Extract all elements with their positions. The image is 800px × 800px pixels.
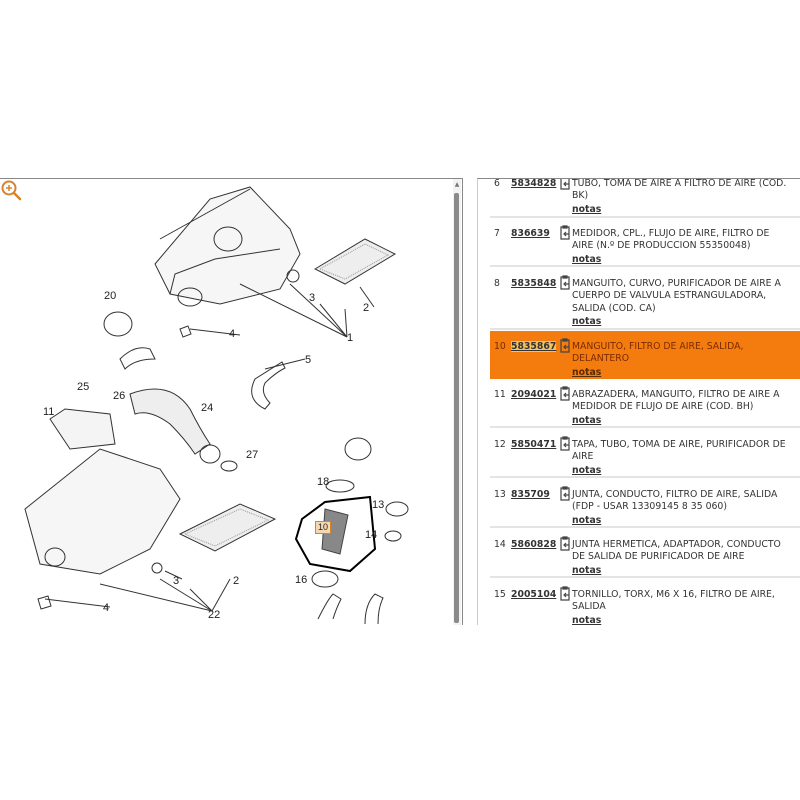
description-text: JUNTA, CONDUCTO, FILTRO DE AIRE, SALIDA …	[572, 489, 778, 513]
scrollbar-thumb[interactable]	[454, 193, 459, 623]
notes-link[interactable]: notas	[572, 366, 602, 378]
diagram-scrollbar[interactable]: ▲	[453, 179, 461, 625]
callout-label[interactable]: 24	[201, 402, 214, 414]
part-description: TAPA, TUBO, TOMA DE AIRE, PURIFICADOR DE…	[572, 439, 787, 477]
notes-link[interactable]: notas	[572, 614, 602, 625]
callout-label[interactable]: 1	[347, 332, 354, 344]
parts-row[interactable]: 13 835709 JUNTA, CONDUCTO, FILTRO DE AIRE,…	[490, 486, 800, 528]
notes-link[interactable]: notas	[572, 514, 602, 526]
part-number-link[interactable]: 5834828	[511, 178, 557, 189]
description-text: MEDIDOR, CPL., FLUJO DE AIRE, FILTRO DE …	[572, 228, 770, 252]
part-description: TORNILLO, TORX, M6 X 16, FILTRO DE AIRE,…	[572, 589, 787, 625]
add-to-list-icon[interactable]	[558, 486, 572, 502]
callout-label[interactable]: 13	[372, 499, 385, 511]
add-to-list-icon[interactable]	[558, 386, 572, 402]
callout-label[interactable]: 3	[309, 292, 316, 304]
part-number-link[interactable]: 2005104	[511, 589, 557, 600]
parts-row-selected[interactable]: 10 5835867 MANGUITO, FILTRO DE AIRE, SALID…	[490, 331, 800, 379]
description-text: TUBO, TOMA DE AIRE A FILTRO DE AIRE (COD…	[572, 178, 787, 202]
part-number-link[interactable]: 2094021	[511, 389, 557, 400]
part-number-link[interactable]: 836639	[511, 228, 550, 239]
callout-label[interactable]: 25	[77, 381, 90, 393]
notes-link[interactable]: notas	[572, 315, 602, 327]
notes-link[interactable]: notas	[572, 203, 602, 215]
callout-label[interactable]: 14	[365, 529, 378, 541]
item-number: 12	[494, 439, 506, 450]
item-number: 11	[494, 389, 506, 400]
callout-label[interactable]: 4	[229, 328, 236, 340]
part-number-link[interactable]: 835709	[511, 489, 550, 500]
part-number-link[interactable]: 5835848	[511, 278, 557, 289]
description-text: ABRAZADERA, MANGUITO, FILTRO DE AIRE A M…	[572, 389, 780, 413]
exploded-view-drawing	[24, 186, 409, 625]
part-number-link[interactable]: 5835867	[511, 341, 557, 352]
zoom-in-icon[interactable]	[0, 179, 22, 201]
item-number: 7	[494, 228, 500, 239]
item-number: 6	[494, 178, 500, 189]
item-number: 14	[494, 539, 506, 550]
notes-link[interactable]: notas	[572, 414, 602, 426]
part-description: MANGUITO, FILTRO DE AIRE, SALIDA, DELANT…	[572, 341, 787, 379]
callout-label[interactable]: 27	[246, 449, 259, 461]
callout-label[interactable]: 4	[103, 602, 110, 614]
item-number: 13	[494, 489, 506, 500]
callout-label[interactable]: 16	[295, 574, 308, 586]
notes-link[interactable]: notas	[572, 564, 602, 576]
parts-row[interactable]: 8 5835848 MANGUITO, CURVO, PURIFICADOR DE …	[490, 275, 800, 330]
item-number: 10	[494, 341, 506, 352]
add-to-list-icon[interactable]	[558, 436, 572, 452]
callout-label[interactable]: 2	[233, 575, 240, 587]
callout-label[interactable]: 18	[317, 476, 330, 488]
add-to-list-icon[interactable]	[558, 225, 572, 241]
parts-row[interactable]: 6 5834828 TUBO, TOMA DE AIRE A FILTRO DE A…	[490, 178, 800, 218]
part-description: JUNTA, CONDUCTO, FILTRO DE AIRE, SALIDA …	[572, 489, 787, 527]
part-description: ABRAZADERA, MANGUITO, FILTRO DE AIRE A M…	[572, 389, 787, 427]
parts-diagram[interactable]: 1 2 3 4 5 20 25 26 11 24 27 18 13 14 16 …	[0, 178, 463, 625]
callout-label[interactable]: 11	[43, 406, 55, 418]
parts-list[interactable]: 6 5834828 TUBO, TOMA DE AIRE A FILTRO DE A…	[477, 178, 800, 625]
part-description: JUNTA HERMETICA, ADAPTADOR, CONDUCTO DE …	[572, 539, 787, 577]
parts-row[interactable]: 15 2005104 TORNILLO, TORX, M6 X 16, FILTRO…	[490, 586, 800, 625]
add-to-list-icon[interactable]	[558, 536, 572, 552]
add-to-list-icon[interactable]	[558, 275, 572, 291]
callout-label[interactable]: 2	[363, 302, 370, 314]
part-description: MANGUITO, CURVO, PURIFICADOR DE AIRE A C…	[572, 278, 787, 328]
description-text: TORNILLO, TORX, M6 X 16, FILTRO DE AIRE,…	[572, 589, 775, 613]
parts-row[interactable]: 7 836639 MEDIDOR, CPL., FLUJO DE AIRE, FIL…	[490, 225, 800, 267]
add-to-list-icon[interactable]	[558, 586, 572, 602]
callout-label[interactable]: 20	[104, 290, 117, 302]
parts-row[interactable]: 11 2094021 ABRAZADERA, MANGUITO, FILTRO DE…	[490, 386, 800, 428]
callout-label[interactable]: 26	[113, 390, 126, 402]
scroll-up-arrow-icon[interactable]: ▲	[454, 181, 460, 188]
description-text: JUNTA HERMETICA, ADAPTADOR, CONDUCTO DE …	[572, 539, 781, 563]
part-description: TUBO, TOMA DE AIRE A FILTRO DE AIRE (COD…	[572, 178, 787, 216]
description-text: MANGUITO, FILTRO DE AIRE, SALIDA, DELANT…	[572, 341, 744, 365]
callout-label[interactable]: 3	[173, 575, 180, 587]
part-number-link[interactable]: 5850471	[511, 439, 557, 450]
callout-label[interactable]: 22	[208, 609, 221, 621]
item-number: 15	[494, 589, 506, 600]
description-text: MANGUITO, CURVO, PURIFICADOR DE AIRE A C…	[572, 278, 781, 314]
add-to-list-icon[interactable]	[558, 178, 572, 191]
highlighted-callout-10[interactable]: 10	[315, 521, 332, 534]
parts-row[interactable]: 14 5860828 JUNTA HERMETICA, ADAPTADOR, CON…	[490, 536, 800, 578]
add-to-list-icon[interactable]	[558, 338, 572, 354]
part-description: MEDIDOR, CPL., FLUJO DE AIRE, FILTRO DE …	[572, 228, 787, 266]
parts-row[interactable]: 12 5850471 TAPA, TUBO, TOMA DE AIRE, PURIF…	[490, 436, 800, 478]
callout-label[interactable]: 5	[305, 354, 312, 366]
part-number-link[interactable]: 5860828	[511, 539, 557, 550]
item-number: 8	[494, 278, 500, 289]
description-text: TAPA, TUBO, TOMA DE AIRE, PURIFICADOR DE…	[572, 439, 786, 463]
notes-link[interactable]: notas	[572, 464, 602, 476]
notes-link[interactable]: notas	[572, 253, 602, 265]
